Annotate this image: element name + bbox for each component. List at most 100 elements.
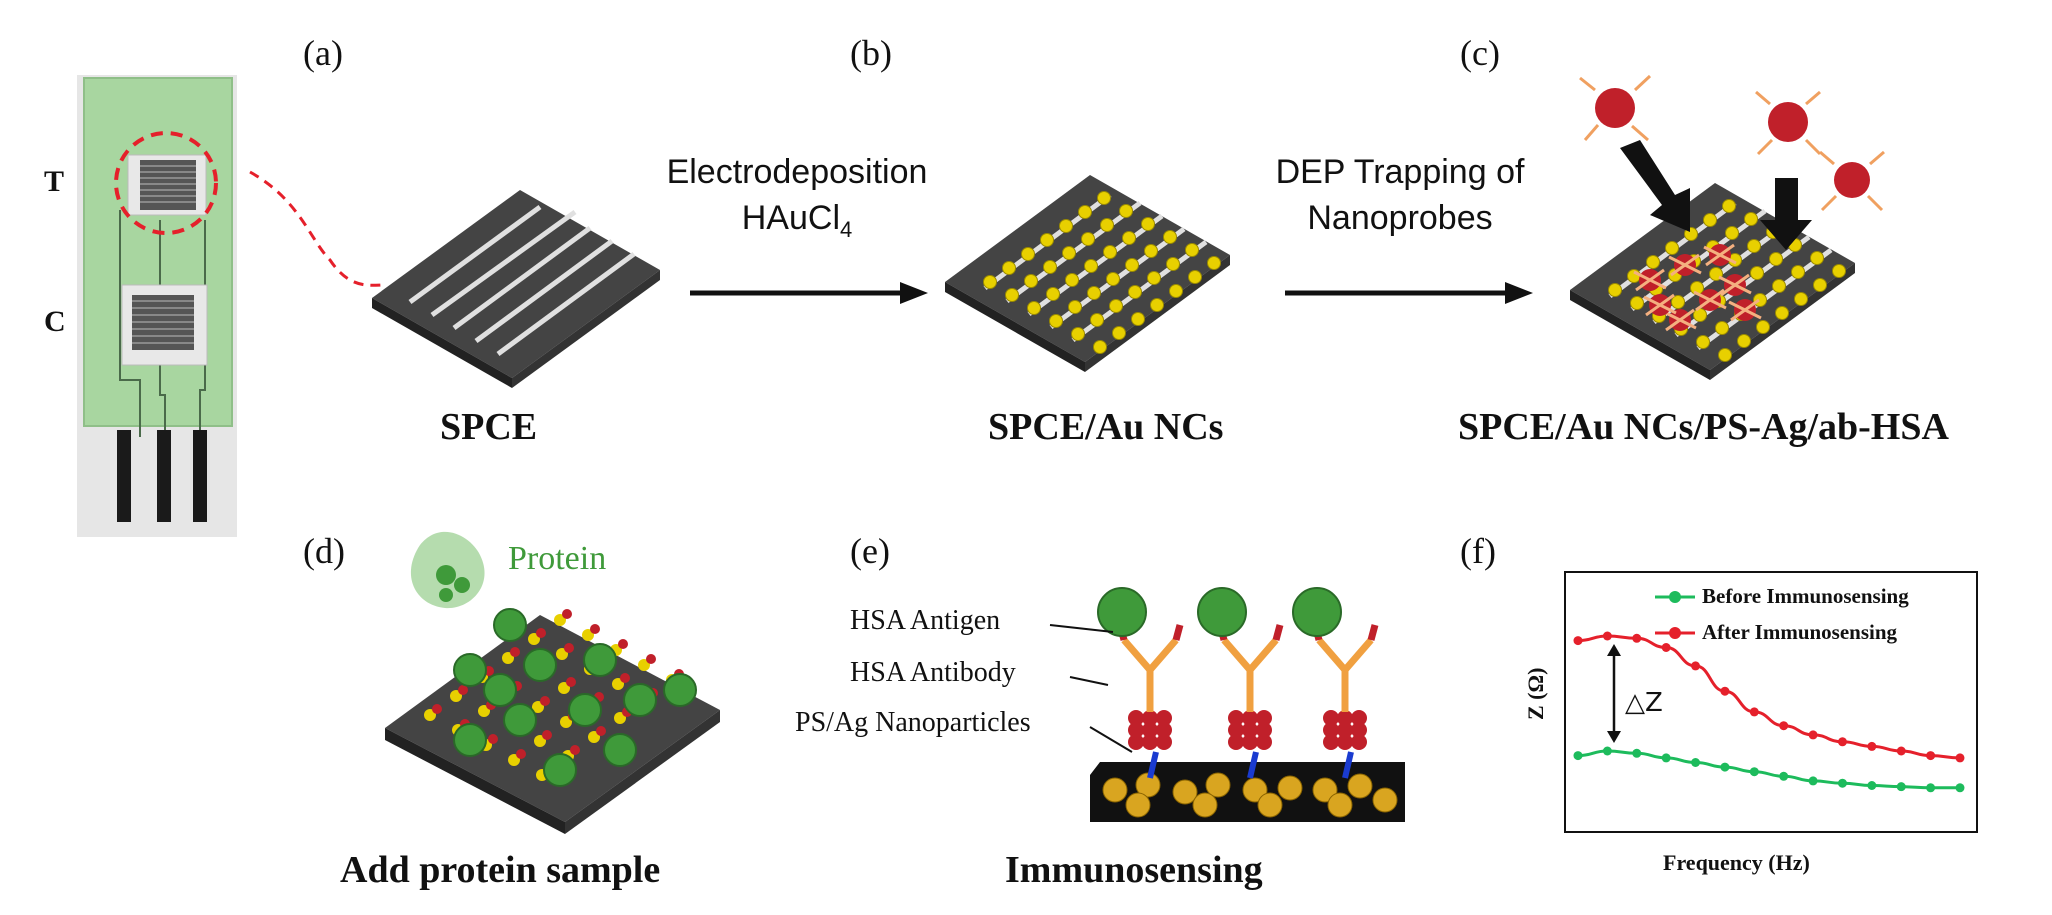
gold-nanocrystal: [1718, 348, 1732, 362]
legend-after: After Immunosensing: [1702, 620, 1898, 644]
gold-nanocrystal: [1106, 272, 1120, 286]
gold-nanocrystal: [1078, 205, 1092, 219]
gold-nanocrystal: [1794, 292, 1808, 306]
protein-molecule: [483, 673, 517, 707]
delta-z-label: △Z: [1625, 688, 1663, 718]
protein-label: Protein: [508, 540, 607, 577]
data-point: [1808, 776, 1818, 786]
gold-nanocrystal: [1005, 288, 1019, 302]
spce-au-electrode: [945, 175, 1230, 372]
gold-nanocrystal: [1169, 284, 1183, 298]
panel-letter-b: (b): [850, 33, 892, 73]
gold-nanocrystal: [1188, 270, 1202, 284]
data-point: [1955, 783, 1965, 793]
gold-nanocrystal: [1772, 279, 1786, 293]
arrow-bc-label: DEP Trapping of Nanoprobes: [1235, 150, 1565, 242]
chip-label-t: T: [44, 165, 65, 198]
protein-molecule: [603, 733, 637, 767]
gold-nanoparticle: [1135, 772, 1161, 798]
gold-nanocrystal: [1737, 334, 1751, 348]
caption-b: SPCE/Au NCs: [988, 406, 1224, 448]
gold-nanoparticle: [1312, 777, 1338, 803]
arrow-ab-line2: HAuCl4: [632, 196, 962, 244]
chip-label-c: C: [44, 305, 66, 338]
gold-nanocrystal: [1630, 296, 1644, 310]
gold-nanocrystal: [1122, 231, 1136, 245]
gold-nanocrystal: [1119, 204, 1133, 218]
gold-nanocrystal: [1744, 212, 1758, 226]
data-point: [1779, 721, 1789, 731]
data-point: [1573, 751, 1583, 761]
data-point: [1926, 751, 1936, 761]
arrow-ab-line1: Electrodeposition: [666, 153, 928, 191]
data-point: [1808, 730, 1818, 740]
caption-a: SPCE: [440, 406, 538, 448]
panel-letter-a: (a): [303, 33, 343, 73]
chart-xlabel: Frequency (Hz): [1663, 850, 1810, 875]
gold-nanoparticle: [1372, 787, 1398, 813]
gold-nanoparticle: [1277, 775, 1303, 801]
gold-nanoparticle: [1102, 777, 1128, 803]
arrow-ab-reagent: HAuCl: [741, 198, 840, 237]
data-point: [1573, 636, 1583, 646]
gold-nanocrystal: [1769, 252, 1783, 266]
gold-nanocrystal: [1128, 285, 1142, 299]
protein-molecule: [543, 753, 577, 787]
data-point: [1896, 782, 1906, 792]
data-point: [1837, 778, 1847, 788]
gold-nanocrystal: [1068, 300, 1082, 314]
data-point: [1896, 746, 1906, 756]
protein-molecule: [453, 723, 487, 757]
data-point: [1632, 748, 1642, 758]
chart-frame: [1564, 571, 1978, 833]
gold-nanocrystal: [1040, 233, 1054, 247]
gold-nanocrystal: [1722, 199, 1736, 213]
gold-nanocrystal: [1150, 298, 1164, 312]
gold-nanocrystal: [1166, 257, 1180, 271]
spce-electrode: [372, 190, 660, 388]
gold-nanocrystal: [1725, 226, 1739, 240]
data-point: [1779, 771, 1789, 781]
gold-nanocrystal: [1665, 241, 1679, 255]
label-hsa-antigen: HSA Antigen: [850, 605, 1001, 636]
gold-nanocrystal: [1097, 191, 1111, 205]
protein-molecule: [663, 673, 697, 707]
gold-nanocrystal: [1747, 239, 1761, 253]
gold-nanoparticle: [1205, 772, 1231, 798]
gold-nanoparticle: [1192, 792, 1218, 818]
gold-nanocrystal: [1024, 274, 1038, 288]
panel-letter-d: (d): [303, 531, 345, 571]
protein-molecule: [583, 643, 617, 677]
gold-nanocrystal: [1813, 278, 1827, 292]
gold-nanocrystal: [1071, 327, 1085, 341]
data-point: [1691, 758, 1701, 767]
gold-nanocrystal: [1163, 230, 1177, 244]
gold-nanocrystal: [1065, 273, 1079, 287]
panel-letter-c: (c): [1460, 33, 1500, 73]
gold-nanocrystal: [1043, 260, 1057, 274]
data-point: [1837, 737, 1847, 747]
protein-molecule: [623, 683, 657, 717]
gold-nanocrystal: [1832, 264, 1846, 278]
gold-nanoparticle: [1242, 777, 1268, 803]
gold-nanoparticle: [1172, 779, 1198, 805]
arrow-bc-line1: DEP Trapping of: [1275, 153, 1525, 191]
chart-ylabel: Z (Ω): [1523, 667, 1548, 720]
gold-nanocrystal: [1109, 299, 1123, 313]
label-psag-nanoparticles: PS/Ag Nanoparticles: [795, 707, 1031, 738]
hsa-antigen: [1197, 587, 1247, 637]
gold-nanocrystal: [1671, 295, 1685, 309]
legend-marker: [1669, 591, 1681, 603]
data-point: [1691, 661, 1701, 671]
data-point: [1602, 746, 1612, 756]
data-point: [1749, 767, 1759, 777]
legend-before: Before Immunosensing: [1702, 584, 1909, 608]
gold-nanocrystal: [1131, 312, 1145, 326]
gold-nanocrystal: [1715, 321, 1729, 335]
immunosensing-diagram: [1049, 587, 1405, 822]
data-point: [1867, 741, 1877, 751]
gold-nanoparticle: [1347, 773, 1373, 799]
gold-nanocrystal: [983, 275, 997, 289]
data-point: [1955, 753, 1965, 763]
